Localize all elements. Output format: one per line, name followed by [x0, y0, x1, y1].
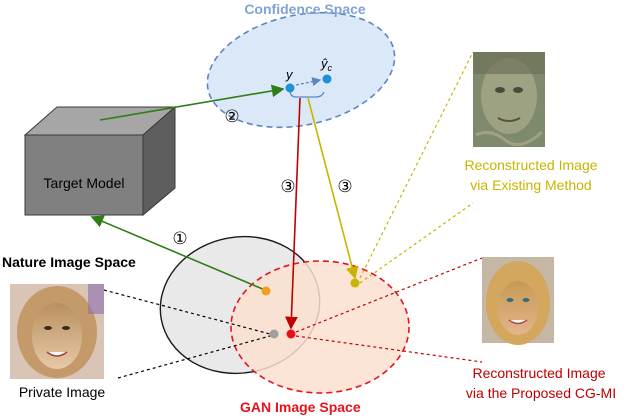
reconstructed-proposed-caption-2: via the Proposed CG-MI	[466, 385, 616, 401]
confidence-space-label: Confidence Space	[244, 1, 366, 17]
step3-yellow-label: ③	[337, 177, 352, 196]
arrow-step1	[90, 215, 266, 291]
dotted-yellow-to-existing-bottom	[359, 202, 474, 284]
confidence-brace	[289, 91, 325, 98]
y-point	[285, 83, 295, 93]
confidence-space-ellipse	[206, 11, 396, 129]
dotted-private-to-gray	[103, 289, 271, 335]
private-image	[10, 284, 104, 379]
reconstructed-existing-caption-2: via Existing Method	[470, 177, 591, 193]
step1-label: ①	[172, 229, 187, 248]
reconstructed-existing-caption-1: Reconstructed Image	[464, 157, 597, 173]
arrow-step2	[99, 84, 285, 121]
arrow-step3-red	[285, 97, 301, 330]
dotted-yellow-to-existing-top	[359, 51, 474, 279]
y-to-yhat-arrow	[295, 77, 322, 87]
y-hat-point	[322, 74, 332, 84]
yellow-point	[350, 278, 360, 288]
step3-red-label: ③	[280, 177, 295, 196]
arrow-step3-yellow	[307, 97, 359, 280]
gan-image-space-label: GAN Image Space	[240, 399, 361, 415]
target-model-box	[23, 105, 177, 217]
reconstructed-proposed-image	[482, 257, 554, 345]
red-point	[286, 329, 296, 339]
nature-image-space-label: Nature Image Space	[2, 254, 136, 270]
private-image-caption: Private Image	[19, 384, 106, 400]
y-hat-label: ŷc	[320, 56, 333, 73]
reconstructed-proposed-caption-1: Reconstructed Image	[472, 365, 605, 381]
orange-point	[261, 286, 271, 296]
reconstructed-existing-image	[473, 52, 545, 147]
dotted-private-caption-to-gray	[117, 335, 271, 379]
dotted-red-to-proposed-bottom	[295, 335, 483, 363]
y-label: y	[285, 67, 294, 82]
step2-label: ②	[224, 107, 239, 126]
gray-point	[269, 329, 279, 339]
gan-image-space-ellipse	[230, 260, 410, 394]
target-model-label: Target Model	[44, 175, 125, 191]
